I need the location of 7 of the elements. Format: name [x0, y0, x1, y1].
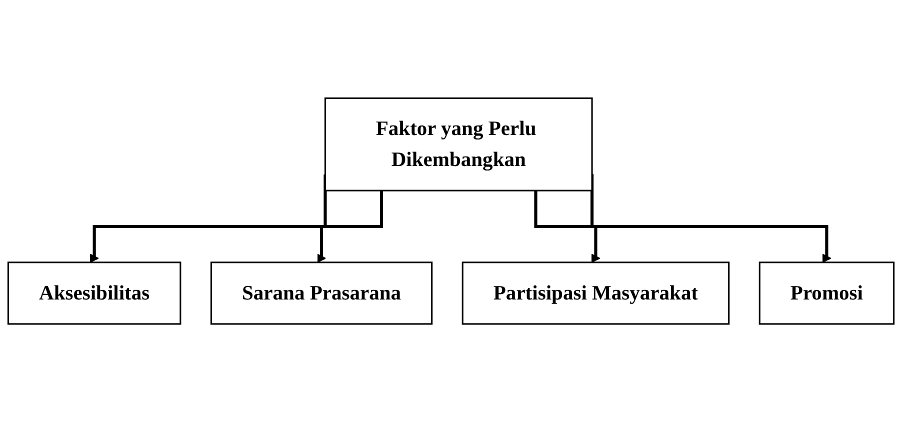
- node-box: Aksesibilitas: [7, 262, 182, 326]
- node-box: Sarana Prasarana: [210, 262, 433, 326]
- arrow: [534, 190, 600, 264]
- node-box: Partisipasi Masyarakat: [462, 262, 730, 326]
- node-box: Faktor yang Perlu Dikembangkan: [324, 98, 593, 192]
- arrow: [317, 190, 384, 264]
- node-box: Promosi: [758, 262, 895, 326]
